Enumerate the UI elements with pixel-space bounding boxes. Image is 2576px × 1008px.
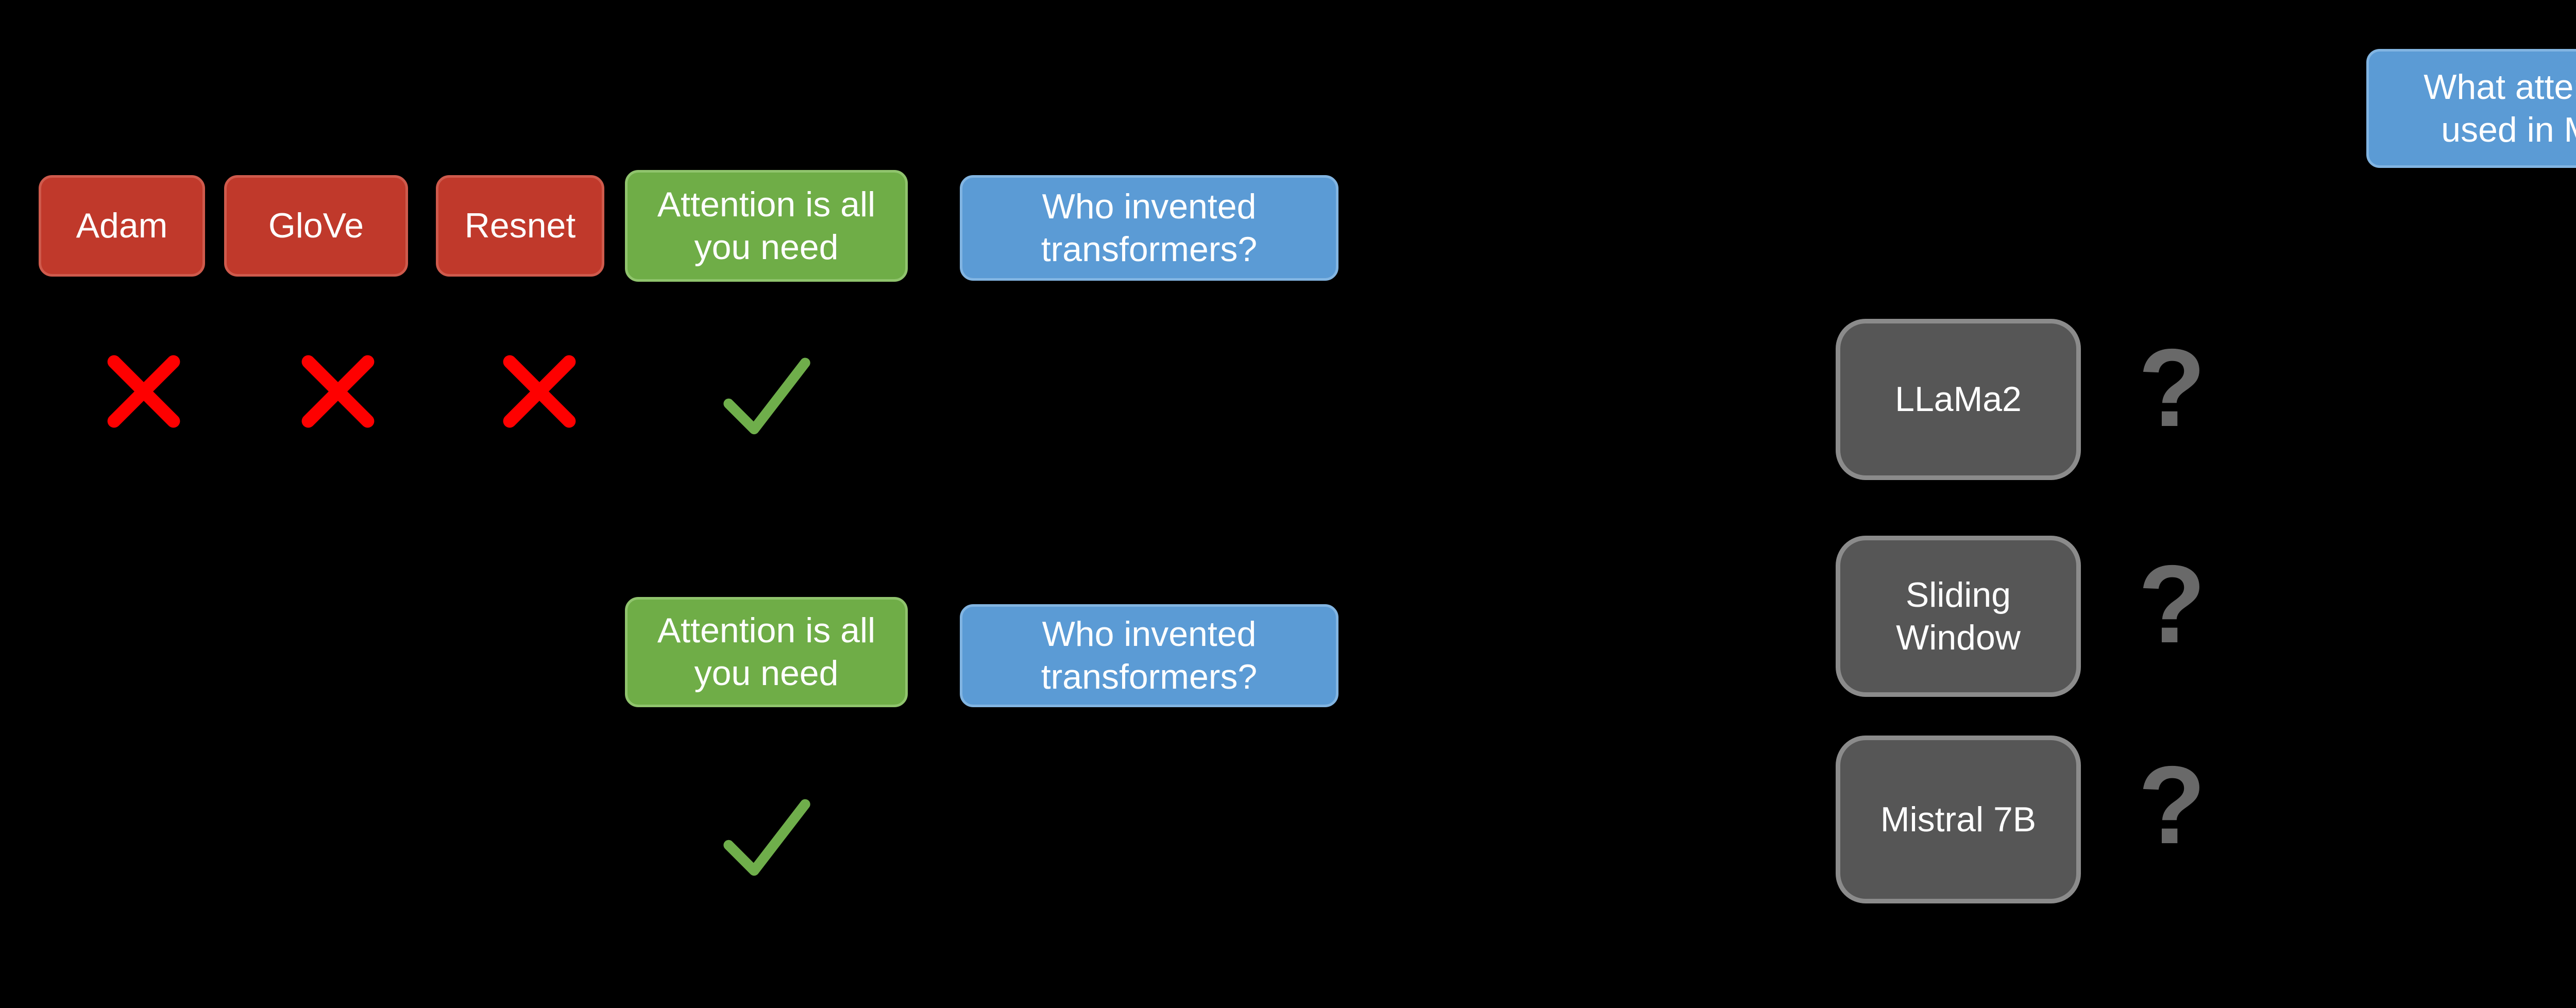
accepted-box-attention-row1: Attention is all you need [625, 170, 908, 282]
candidate-box-sliding-window: Sliding Window [1836, 536, 2081, 697]
check-icon [723, 357, 810, 435]
rejected-box-resnet-label: Resnet [464, 206, 576, 246]
accepted-box-attention-row2-label: Attention is all you need [657, 611, 876, 693]
candidate-box-llama2-label: LLaMa2 [1895, 380, 2022, 419]
candidate-box-mistral-7b-label: Mistral 7B [1880, 799, 2037, 839]
cross-icon [107, 355, 180, 428]
candidate-box-sliding-window-label: Sliding Window [1896, 575, 2021, 657]
question-mark: ? [2138, 743, 2206, 867]
cross-icon [503, 355, 576, 428]
accepted-box-attention-row1-label: Attention is all you need [657, 184, 876, 267]
rejected-box-glove-label: GloVe [268, 206, 364, 246]
cross-icon [301, 355, 375, 428]
question-mark: ? [2138, 542, 2206, 666]
query-box-row1-label: Who invented transformers? [1041, 186, 1258, 269]
query-box-row2: Who invented transformers? [960, 604, 1338, 707]
query-box-row1: Who invented transformers? [960, 175, 1338, 281]
query-box-mistral-label: What attention is used in Mistral [2424, 67, 2576, 149]
check-icon [723, 799, 810, 876]
rejected-box-adam-label: Adam [76, 206, 168, 246]
candidate-box-llama2: LLaMa2 [1836, 319, 2081, 480]
rejected-box-resnet: Resnet [436, 175, 604, 277]
question-mark: ? [2138, 326, 2206, 450]
query-box-row2-label: Who invented transformers? [1041, 614, 1258, 696]
rejected-box-glove: GloVe [224, 175, 408, 277]
candidate-box-mistral-7b: Mistral 7B [1836, 736, 2081, 903]
rejected-box-adam: Adam [39, 175, 205, 277]
query-box-mistral: What attention is used in Mistral [2366, 49, 2576, 168]
accepted-box-attention-row2: Attention is all you need [625, 597, 908, 707]
